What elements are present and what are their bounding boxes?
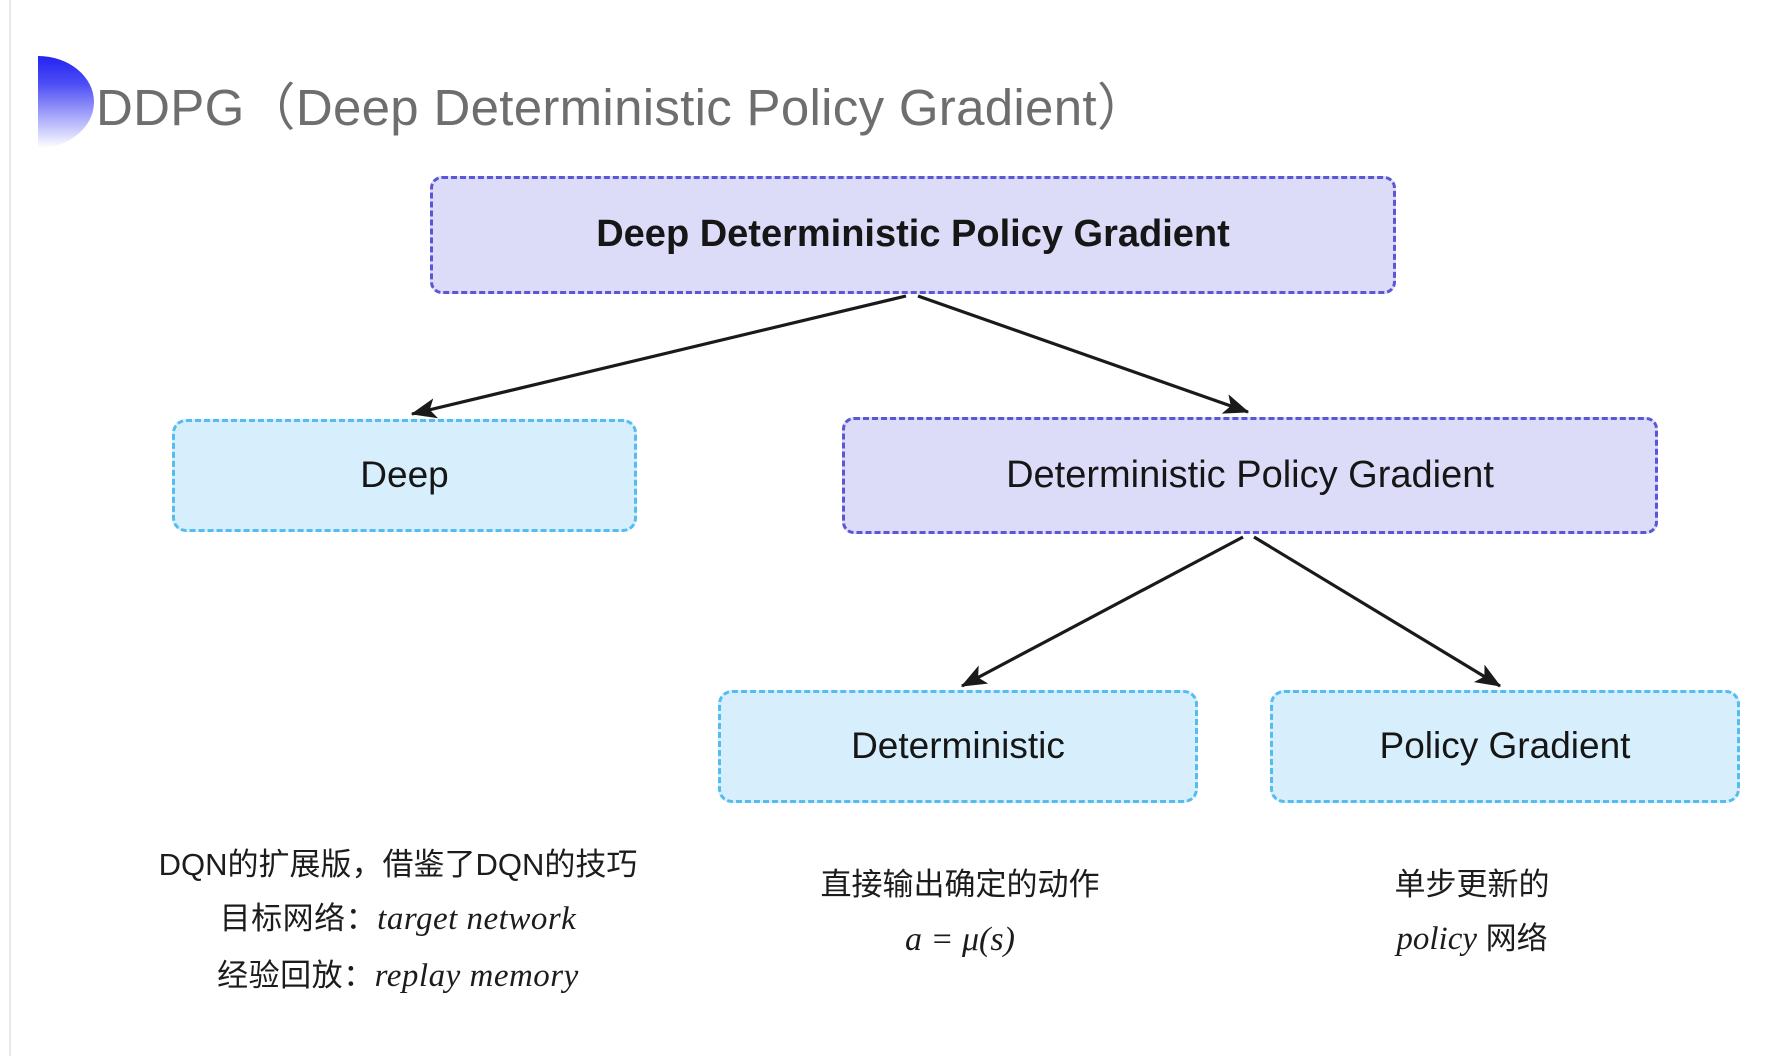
caption-deep-line-3-label: 经验回放： [217, 958, 375, 994]
title-bullet-icon [38, 56, 94, 148]
caption-deep-line-3-value: replay memory [374, 958, 579, 995]
caption-policy-gradient-line-2: policy 网络 [1262, 911, 1682, 968]
node-deep[interactable]: Deep [172, 419, 637, 532]
edge-dpg-to-policy-gradient [1253, 535, 1502, 688]
caption-deep-line-3: 经验回放：replay memory [118, 948, 678, 1005]
node-deterministic-policy-gradient[interactable]: Deterministic Policy Gradient [842, 417, 1658, 534]
caption-policy-gradient-suffix: 网络 [1477, 921, 1548, 957]
caption-deterministic-line-1: 直接输出确定的动作 [820, 867, 1100, 902]
caption-deterministic-formula: a = μ(s) [905, 921, 1015, 959]
caption-deep-line-2-label: 目标网络： [219, 901, 378, 937]
caption-policy-gradient-line-1: 单步更新的 [1394, 867, 1550, 902]
node-policy-gradient[interactable]: Policy Gradient [1270, 690, 1740, 803]
caption-policy-gradient-term: policy [1396, 921, 1477, 958]
edge-root-to-deep [410, 294, 907, 419]
left-edge-rule [9, 0, 11, 1056]
edge-dpg-to-deterministic [960, 535, 1244, 688]
edge-root-to-dpg [917, 294, 1250, 414]
caption-deep-line-2-value: target network [377, 901, 577, 938]
caption-deterministic: 直接输出确定的动作 a = μ(s) [735, 858, 1185, 970]
caption-policy-gradient: 单步更新的 policy 网络 [1262, 858, 1682, 968]
page-title: DDPG（Deep Deterministic Policy Gradient） [96, 79, 1149, 136]
node-deterministic[interactable]: Deterministic [718, 690, 1198, 803]
caption-deep: DQN的扩展版，借鉴了DQN的技巧 目标网络：target network 经验… [118, 838, 678, 1005]
caption-deep-line-1: DQN的扩展版，借鉴了DQN的技巧 [158, 847, 638, 882]
caption-deep-line-2: 目标网络：target network [118, 891, 678, 948]
node-deep-deterministic-policy-gradient[interactable]: Deep Deterministic Policy Gradient [430, 176, 1396, 294]
